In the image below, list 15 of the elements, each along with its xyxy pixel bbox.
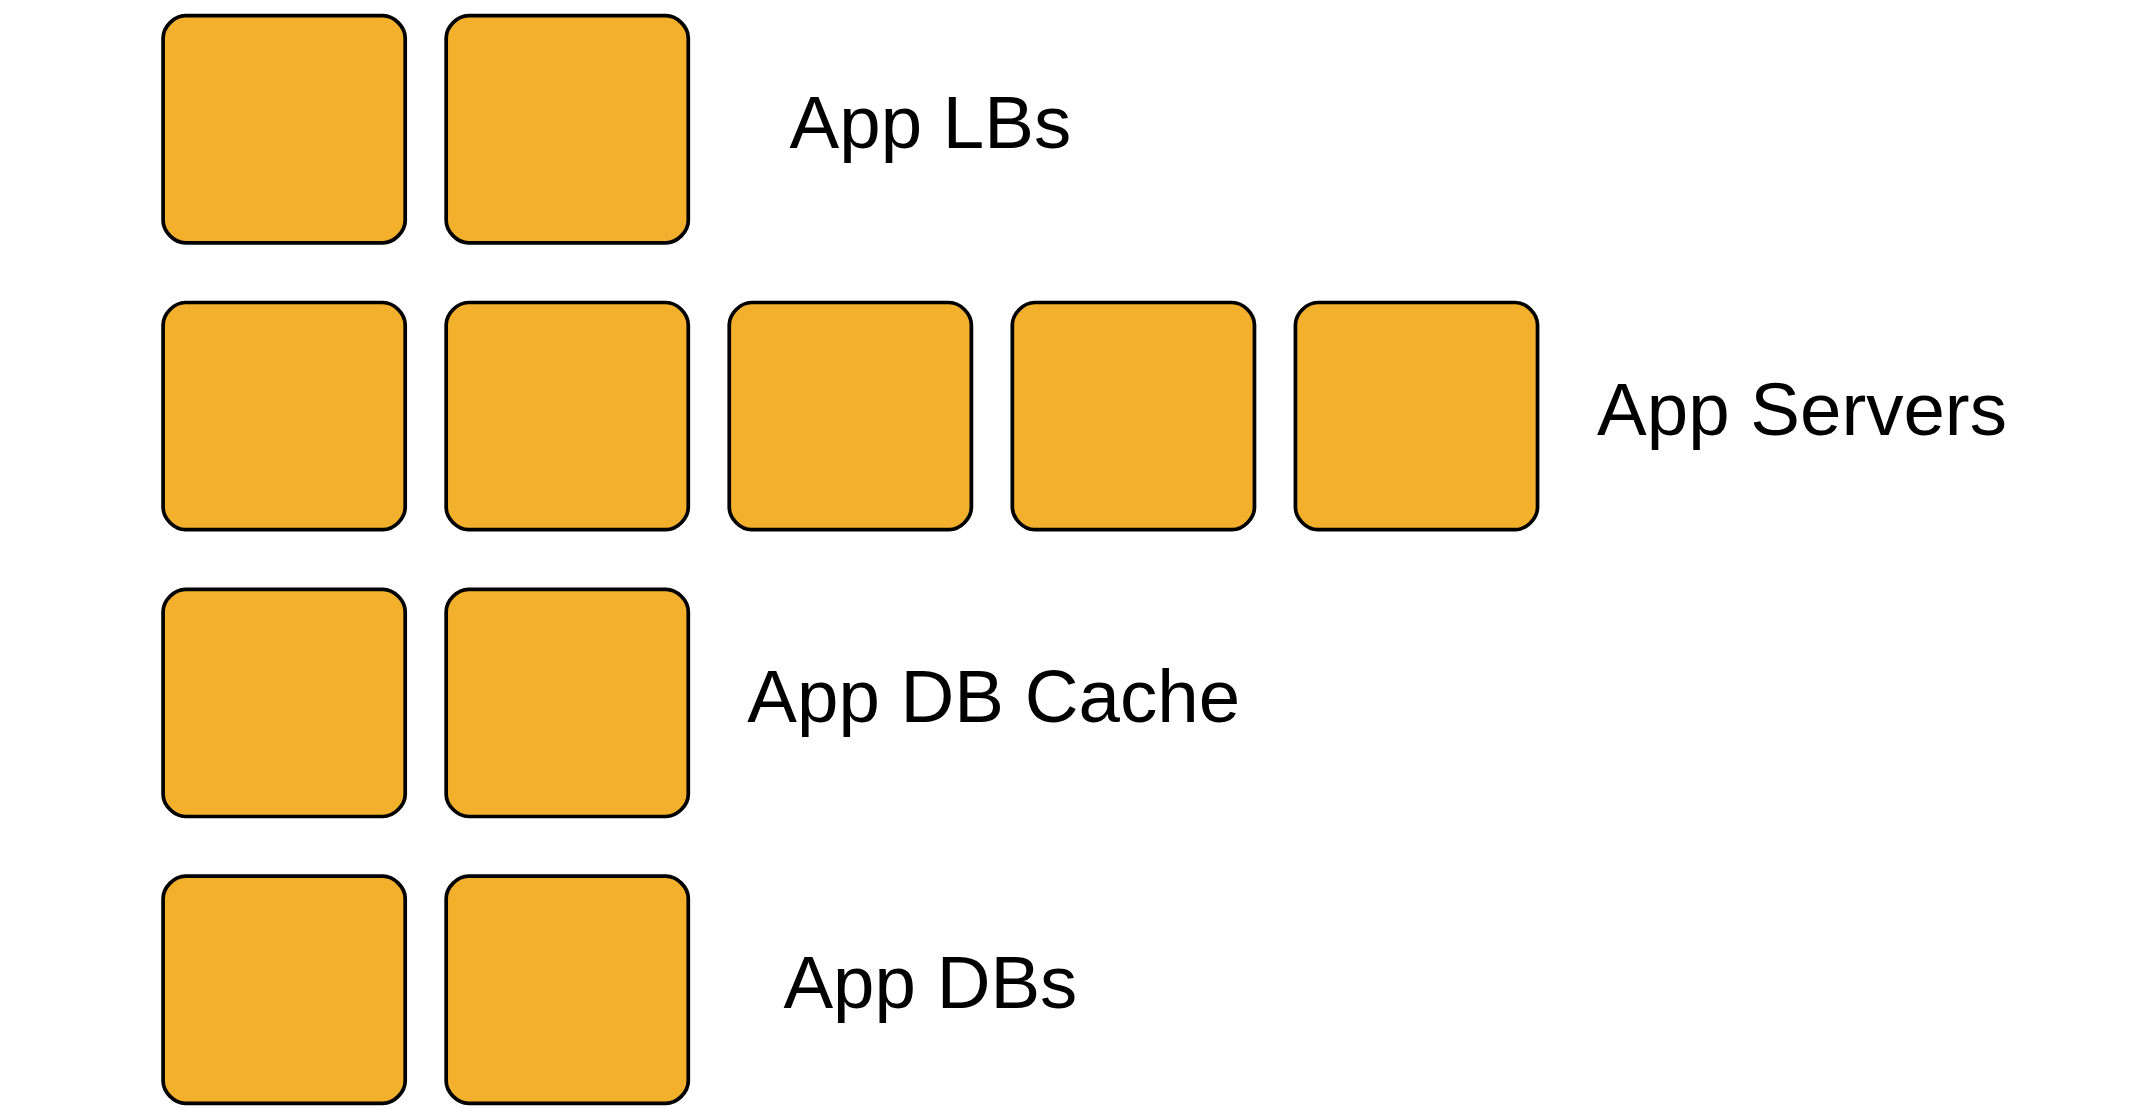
node-box [444,587,691,819]
label: App Servers [1597,367,2007,451]
node-box [161,587,408,819]
label: App LBs [789,80,1072,164]
node-box [444,13,691,245]
node-box [161,13,408,245]
node-box [444,874,691,1106]
node-box [161,300,408,532]
node-box [727,300,974,532]
node-box [1010,300,1257,532]
node-box [1293,300,1540,532]
node-box [444,300,691,532]
node-box [161,874,408,1106]
label: App DBs [783,941,1078,1025]
label: App DB Cache [747,654,1241,738]
